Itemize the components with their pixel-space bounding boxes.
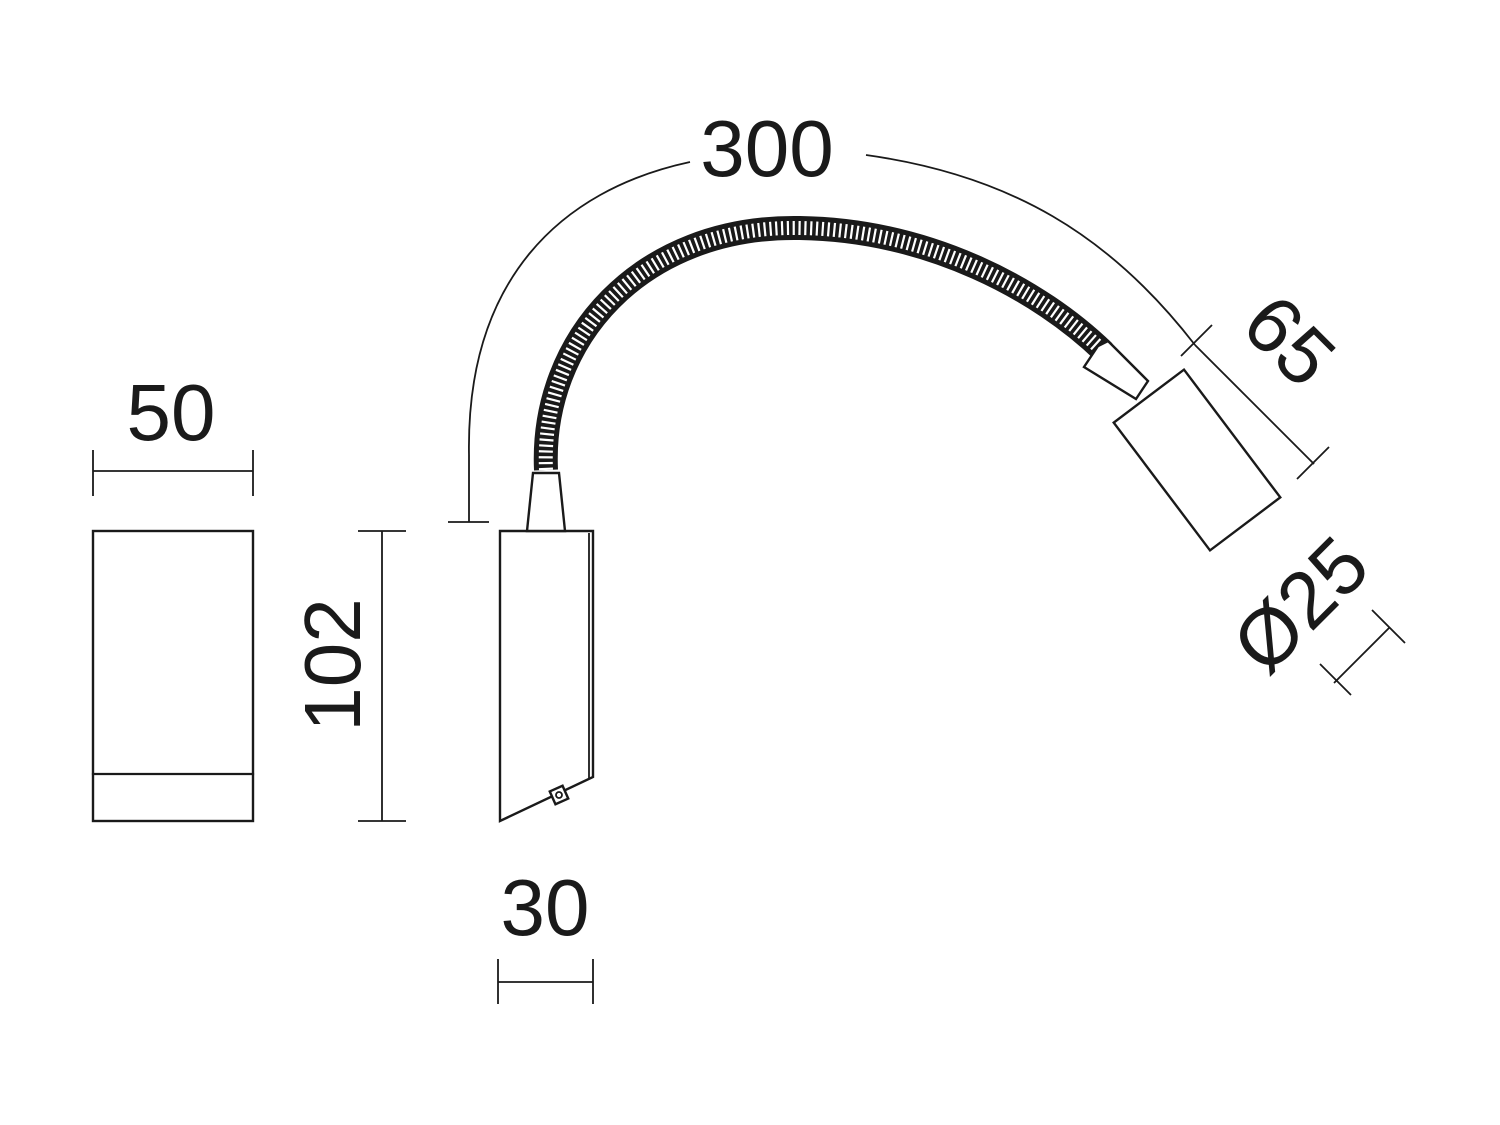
arm-length-dimension-arc-right [865,154,1196,346]
lamp-head-body [1112,367,1282,553]
arm-neck [1082,339,1150,401]
depth-dimension: 30 [497,863,594,1004]
flexible-arm [525,215,1150,533]
lamp-head [1112,367,1282,553]
head-diameter-dimension-label: Ø25 [1216,520,1386,690]
switch-icon [548,784,570,806]
width-dimension-label: 50 [127,368,216,457]
side-view-box-outline [498,529,595,823]
head-diameter-dimension-line [1333,627,1390,684]
width-dimension: 50 [92,368,254,496]
front-view-body [91,529,255,823]
head-diameter-dimension-tick-bottom [1319,663,1352,696]
head-diameter-dimension-tick-top [1371,609,1406,644]
arm-gooseneck-ribs [538,220,1109,471]
height-dimension: 102 [288,530,406,822]
arm-length-dimension-label: 300 [700,104,833,193]
head-length-dimension-line [1194,344,1315,465]
head-length-dimension-label: 65 [1227,278,1353,404]
arm-length-dimension: 300 [448,104,1196,523]
front-view [91,529,255,823]
height-dimension-label: 102 [288,598,377,731]
head-diameter-dimension: Ø25 [1216,520,1406,696]
head-length-dimension-tick-bottom [1296,446,1330,480]
head-length-dimension-tick-top [1180,324,1213,357]
side-view-box [498,529,595,823]
arm-connector [525,471,567,533]
arm-length-dimension-arc-left [468,161,691,522]
arm-gooseneck-outer [533,215,1113,471]
depth-dimension-label: 30 [501,863,590,952]
